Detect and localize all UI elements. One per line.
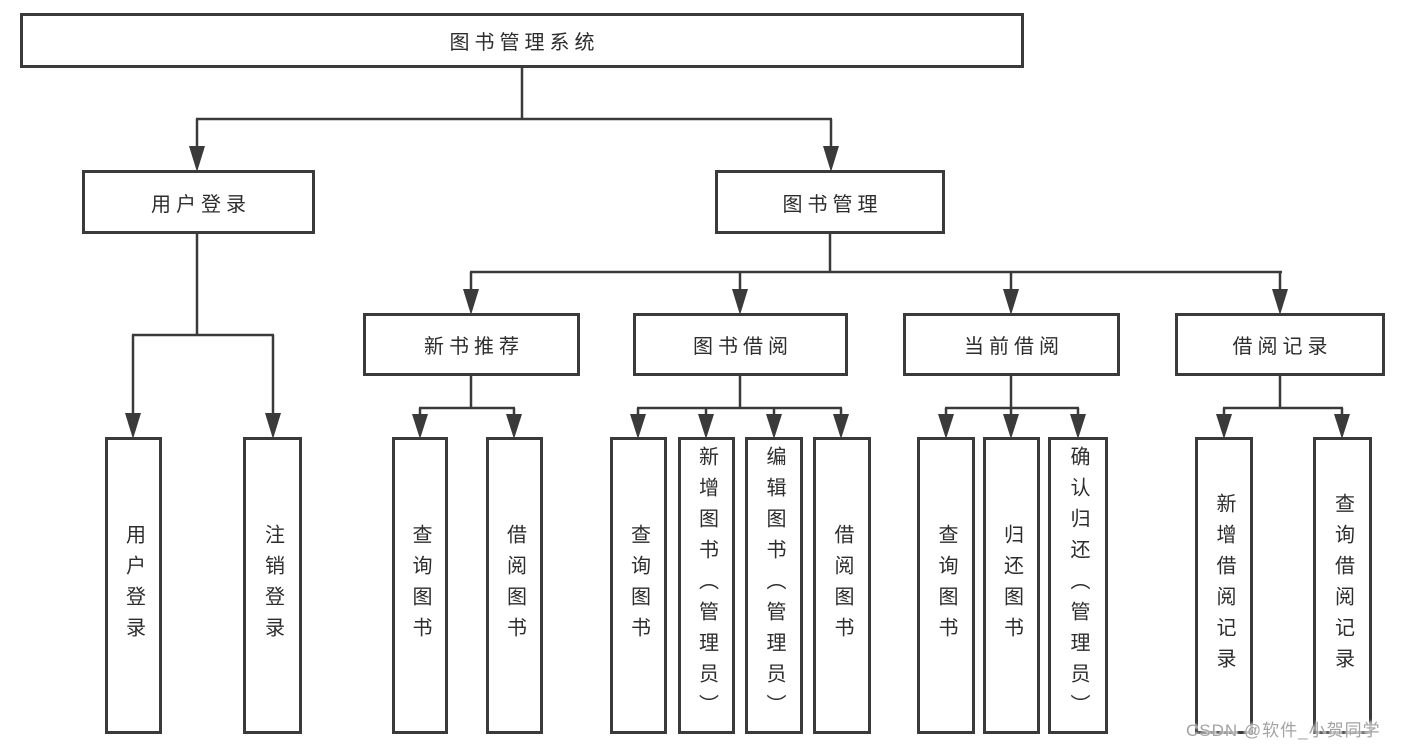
node-label: 借阅记录	[1232, 336, 1333, 358]
leaf-label: 查询借阅记录	[1331, 492, 1354, 679]
leaf-confirm-return-admin: 确认归还（管理员）	[1048, 437, 1108, 734]
node-label: 新书推荐	[424, 336, 524, 358]
leaf-label: 新增借阅记录	[1213, 492, 1235, 679]
leaf-label: 借阅图书	[831, 523, 853, 648]
leaf-label: 查询图书	[935, 523, 957, 648]
node-label: 图书管理	[782, 193, 883, 216]
leaf-label: 注销登录	[261, 523, 284, 648]
leaf-return-book: 归还图书	[983, 437, 1040, 734]
leaf-label: 借阅图书	[503, 523, 526, 648]
leaf-label: 查询图书	[627, 523, 650, 648]
connector-records	[1216, 376, 1350, 439]
node-user-login-branch: 用户登录	[82, 170, 315, 234]
leaf-edit-book-admin: 编辑图书（管理员）	[745, 437, 803, 734]
leaf-label: 归还图书	[1000, 523, 1023, 648]
node-label: 图书借阅	[693, 336, 793, 358]
leaf-logout: 注销登录	[243, 437, 302, 734]
watermark: CSDN @软件_小贺同学	[1186, 721, 1381, 740]
leaf-add-borrow-record: 新增借阅记录	[1195, 437, 1253, 734]
leaf-query-books-recommend: 查询图书	[392, 437, 448, 734]
leaf-add-book-admin: 新增图书（管理员）	[678, 437, 735, 734]
leaf-label: 确认归还（管理员）	[1067, 446, 1089, 725]
leaf-query-books-borrow: 查询图书	[610, 437, 667, 734]
leaf-query-books-current: 查询图书	[917, 437, 975, 734]
connector-recommend	[412, 376, 522, 439]
node-label: 当前借阅	[964, 336, 1064, 358]
node-current-borrow: 当前借阅	[903, 313, 1120, 376]
leaf-query-borrow-record: 查询借阅记录	[1313, 437, 1372, 734]
leaf-label: 查询图书	[409, 523, 431, 648]
node-label: 图书管理系统	[449, 32, 600, 54]
node-label: 用户登录	[151, 193, 251, 216]
node-book-borrow: 图书借阅	[633, 313, 848, 376]
leaf-label: 新增图书（管理员）	[695, 446, 718, 725]
leaf-user-login: 用户登录	[105, 437, 162, 734]
node-book-management: 图书管理	[715, 170, 945, 234]
node-borrow-records: 借阅记录	[1175, 313, 1385, 376]
leaf-label: 编辑图书（管理员）	[763, 446, 785, 725]
connector-root	[189, 68, 839, 172]
connector-current	[938, 376, 1086, 439]
leaf-label: 用户登录	[122, 523, 145, 648]
connector-borrow	[630, 376, 849, 439]
connector-mgmt	[463, 234, 1288, 315]
connector-login	[125, 234, 281, 439]
leaf-borrow-books: 借阅图书	[813, 437, 871, 734]
node-library-system: 图书管理系统	[20, 13, 1024, 68]
node-new-book-recommend: 新书推荐	[363, 313, 580, 376]
leaf-borrow-books-recommend: 借阅图书	[486, 437, 543, 734]
